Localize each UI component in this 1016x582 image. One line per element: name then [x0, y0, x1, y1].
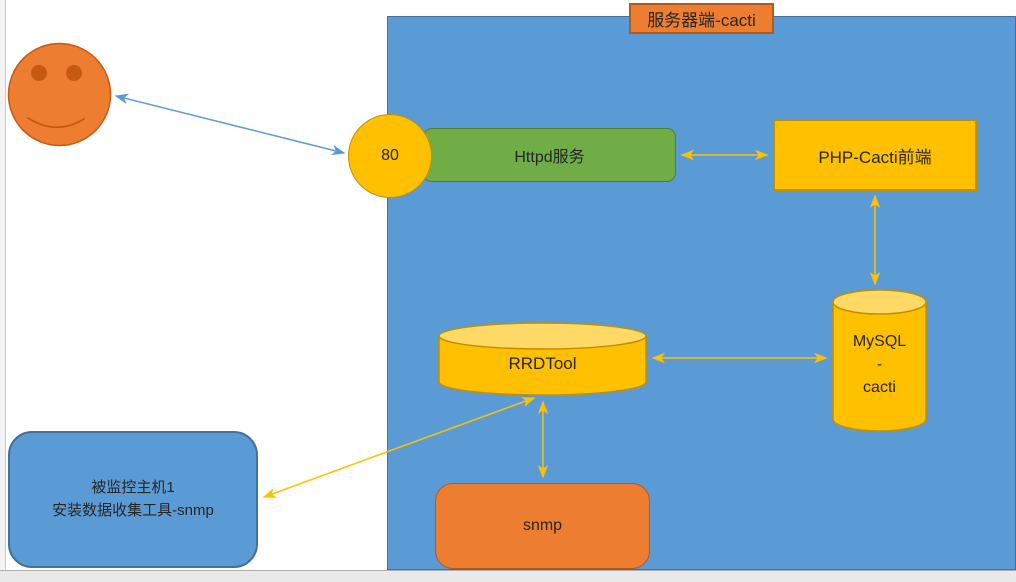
monitored-host-label: 被监控主机1 安装数据收集工具-snmp — [52, 479, 214, 519]
node-rrdtool[interactable]: RRDTool — [438, 322, 647, 397]
database-cylinder-icon — [832, 289, 927, 432]
node-monitored-host[interactable]: 被监控主机1 安装数据收集工具-snmp — [8, 431, 258, 568]
smiley-face-icon — [7, 42, 112, 147]
php-cacti-frontend-label: PHP-Cacti前端 — [818, 147, 932, 167]
node-snmp[interactable]: snmp — [435, 483, 650, 569]
user-smiley[interactable] — [7, 42, 112, 147]
snmp-label: snmp — [522, 517, 563, 534]
httpd-service-label: Httpd服务 — [514, 149, 585, 166]
port-80-label: 80 — [381, 147, 399, 164]
server-region-title-label: 服务器端-cacti — [647, 11, 756, 30]
database-cylinder-icon — [438, 322, 647, 396]
node-port-80[interactable]: 80 — [348, 114, 432, 198]
mysql-cacti-label: MySQL - cacti — [852, 332, 907, 397]
node-mysql-cacti-db[interactable]: MySQL - cacti — [832, 288, 927, 433]
canvas-bottom-edge — [0, 570, 1016, 582]
edge-user-to-port80[interactable] — [114, 93, 346, 156]
rrdtool-label: RRDTool — [508, 353, 577, 373]
node-php-cacti-frontend[interactable]: PHP-Cacti前端 — [773, 119, 977, 191]
canvas-left-edge — [0, 0, 6, 582]
server-region-title[interactable]: 服务器端-cacti — [629, 3, 774, 34]
node-httpd-service[interactable]: Httpd服务 — [423, 128, 676, 182]
